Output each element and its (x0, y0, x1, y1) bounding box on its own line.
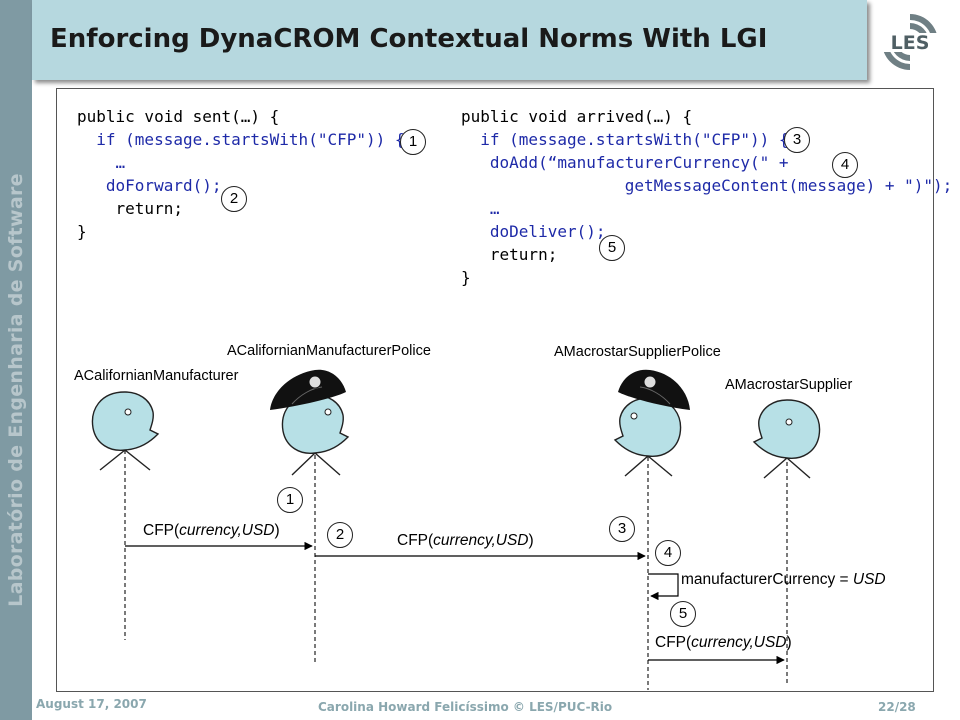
step-marker: 3 (609, 516, 635, 542)
code-line: } (461, 268, 471, 287)
code-block-arrived: public void arrived(…) { if (message.sta… (461, 105, 952, 289)
step-marker: 1 (277, 487, 303, 513)
code-line: doForward(); (77, 176, 222, 195)
self-message-arrow (648, 573, 679, 601)
les-logo: LES (876, 14, 944, 70)
code-marker: 5 (599, 235, 625, 261)
code-line: return; (77, 199, 183, 218)
agent-icon (91, 391, 160, 471)
footer-page-number: 22/28 (878, 700, 916, 714)
police-agent-icon (613, 369, 690, 477)
actor-label: AMacrostarSupplier (725, 377, 853, 393)
code-line: public void arrived(…) { (461, 107, 693, 126)
slide-content: public void sent(…) { if (message.starts… (56, 88, 952, 692)
code-marker: 3 (784, 127, 810, 153)
police-agent-icon (270, 369, 350, 476)
actor-label: AMacrostarSupplierPolice (554, 344, 721, 360)
sidebar: Laboratório de Engenharia de Software (0, 0, 32, 720)
step-marker: 4 (655, 540, 681, 566)
code-line: return; (461, 245, 558, 264)
code-line: getMessageContent(message) + ")"); (461, 176, 953, 195)
message-label: CFP(currency,USD) (397, 532, 534, 549)
footer-author: Carolina Howard Felicíssimo © LES/PUC-Ri… (318, 700, 613, 714)
code-line: public void sent(…) { (77, 107, 280, 126)
message-label: CFP(currency,USD) (143, 522, 280, 539)
code-line: doDeliver(); (461, 222, 606, 241)
message-label: manufacturerCurrency = USD (681, 571, 886, 588)
footer-date: August 17, 2007 (36, 697, 147, 711)
code-line: … (77, 153, 126, 172)
code-line: … (461, 199, 500, 218)
message-label: CFP(currency,USD) (655, 634, 792, 651)
code-line: } (77, 222, 87, 241)
step-marker: 5 (670, 601, 696, 627)
slide-title: Enforcing DynaCROM Contextual Norms With… (50, 24, 768, 54)
code-line: if (message.startsWith("CFP")) { (461, 130, 789, 149)
actor-label: ACalifornianManufacturer (74, 368, 239, 384)
code-block-sent: public void sent(…) { if (message.starts… (77, 105, 405, 243)
agent-icon (752, 399, 821, 479)
step-marker: 2 (327, 522, 353, 548)
code-marker: 4 (832, 152, 858, 178)
actor-label: ACalifornianManufacturerPolice (227, 343, 431, 359)
code-marker: 1 (400, 129, 426, 155)
code-line: doAdd(“manufacturerCurrency(" + (461, 153, 789, 172)
code-line: if (message.startsWith("CFP")) { (77, 130, 405, 149)
slide-header: Enforcing DynaCROM Contextual Norms With… (32, 0, 867, 80)
logo-text: LES (891, 32, 930, 54)
code-marker: 2 (221, 186, 247, 212)
